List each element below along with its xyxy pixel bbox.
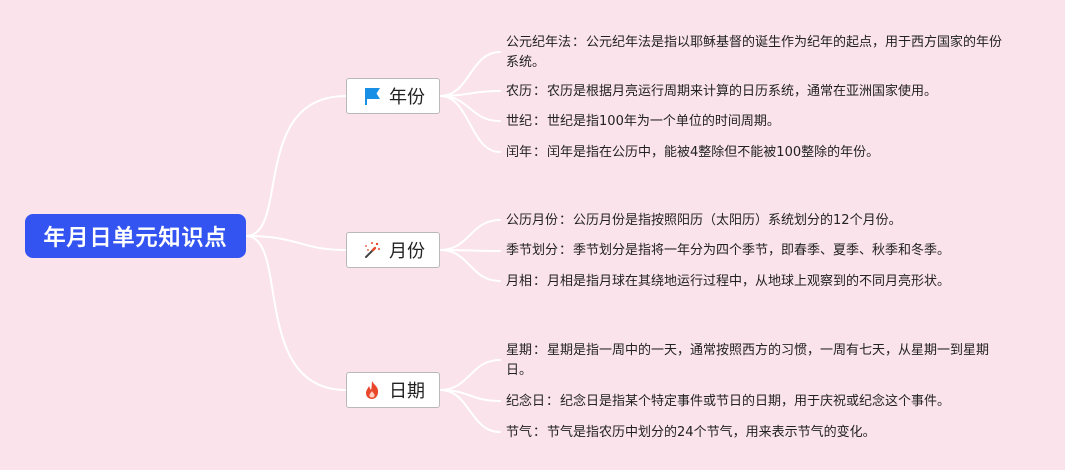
leaf-term: 星期 [506, 343, 533, 358]
branch-day-label: 日期 [389, 381, 425, 402]
leaf-month-1[interactable]: 公历月份：公历月份是指按照阳历（太阳历）系统划分的12个月份。 [506, 211, 1006, 231]
connector-root-day [245, 235, 347, 391]
connector-month-leaf-1 [439, 219, 501, 251]
leaf-term: 农历 [506, 84, 533, 99]
leaf-term: 季节划分 [506, 243, 559, 258]
leaf-separator: ： [559, 213, 573, 228]
leaf-year-2[interactable]: 农历：农历是根据月亮运行周期来计算的日历系统，通常在亚洲国家使用。 [506, 82, 1006, 102]
branch-year[interactable]: 年份 [346, 78, 440, 114]
leaf-term: 世纪 [506, 114, 533, 129]
leaf-day-1[interactable]: 星期：星期是指一周中的一天，通常按照西方的习惯，一周有七天，从星期一到星期日。 [506, 341, 1006, 381]
branch-month-label: 月份 [389, 241, 425, 262]
connector-day-leaf-3 [439, 389, 501, 433]
root-topic-label: 年月日单元知识点 [43, 226, 228, 251]
leaf-year-1[interactable]: 公元纪年法：公元纪年法是指以耶稣基督的诞生作为纪年的起点，用于西方国家的年份系统… [506, 33, 1006, 73]
connector-year-leaf-4 [439, 95, 501, 153]
fire-icon [361, 379, 383, 401]
leaf-day-3[interactable]: 节气：节气是指农历中划分的24个节气，用来表示节气的变化。 [506, 423, 1006, 443]
leaf-separator: ： [533, 425, 547, 440]
connector-month-leaf-3 [439, 249, 501, 282]
leaf-separator: ： [533, 145, 547, 160]
leaf-desc: 农历是根据月亮运行周期来计算的日历系统，通常在亚洲国家使用。 [547, 84, 938, 99]
leaf-term: 公历月份 [506, 213, 559, 228]
leaf-term: 纪念日 [506, 394, 546, 409]
leaf-month-2[interactable]: 季节划分：季节划分是指将一年分为四个季节，即春季、夏季、秋季和冬季。 [506, 241, 1006, 261]
connector-year-leaf-3 [439, 95, 501, 122]
leaf-year-3[interactable]: 世纪：世纪是指100年为一个单位的时间周期。 [506, 112, 1006, 132]
leaf-day-2[interactable]: 纪念日：纪念日是指某个特定事件或节日的日期，用于庆祝或纪念这个事件。 [506, 392, 1006, 412]
leaf-separator: ： [572, 35, 586, 50]
leaf-desc: 节气是指农历中划分的24个节气，用来表示节气的变化。 [547, 425, 876, 440]
leaf-desc: 闰年是指在公历中，能被4整除但不能被100整除的年份。 [547, 145, 880, 160]
leaf-desc: 世纪是指100年为一个单位的时间周期。 [547, 114, 780, 129]
leaf-desc: 季节划分是指将一年分为四个季节，即春季、夏季、秋季和冬季。 [573, 243, 951, 258]
magic-wand-icon [361, 239, 383, 261]
leaf-desc: 公元纪年法是指以耶稣基督的诞生作为纪年的起点，用于西方国家的年份系统。 [506, 35, 1003, 70]
branch-day[interactable]: 日期 [346, 372, 440, 408]
connector-year-leaf-1 [439, 51, 501, 97]
leaf-year-4[interactable]: 闰年：闰年是指在公历中，能被4整除但不能被100整除的年份。 [506, 143, 1006, 163]
leaf-separator: ： [533, 343, 547, 358]
leaf-term: 公元纪年法 [506, 35, 572, 50]
connector-root-year [245, 95, 347, 237]
leaf-separator: ： [546, 394, 560, 409]
leaf-desc: 公历月份是指按照阳历（太阳历）系统划分的12个月份。 [573, 213, 902, 228]
leaf-term: 节气 [506, 425, 533, 440]
leaf-term: 闰年 [506, 145, 533, 160]
leaf-separator: ： [559, 243, 573, 258]
leaf-desc: 月相是指月球在其绕地运行过程中，从地球上观察到的不同月亮形状。 [547, 274, 951, 289]
leaf-separator: ： [533, 114, 547, 129]
branch-month[interactable]: 月份 [346, 232, 440, 268]
leaf-separator: ： [533, 274, 547, 289]
leaf-desc: 星期是指一周中的一天，通常按照西方的习惯，一周有七天，从星期一到星期日。 [506, 343, 990, 378]
leaf-desc: 纪念日是指某个特定事件或节日的日期，用于庆祝或纪念这个事件。 [560, 394, 951, 409]
root-topic[interactable]: 年月日单元知识点 [25, 214, 246, 258]
leaf-term: 月相 [506, 274, 533, 289]
leaf-month-3[interactable]: 月相：月相是指月球在其绕地运行过程中，从地球上观察到的不同月亮形状。 [506, 272, 1006, 292]
branch-year-label: 年份 [389, 87, 425, 108]
connector-day-leaf-1 [439, 359, 501, 391]
flag-icon [361, 85, 383, 107]
connector-root-month [245, 235, 347, 251]
leaf-separator: ： [533, 84, 547, 99]
